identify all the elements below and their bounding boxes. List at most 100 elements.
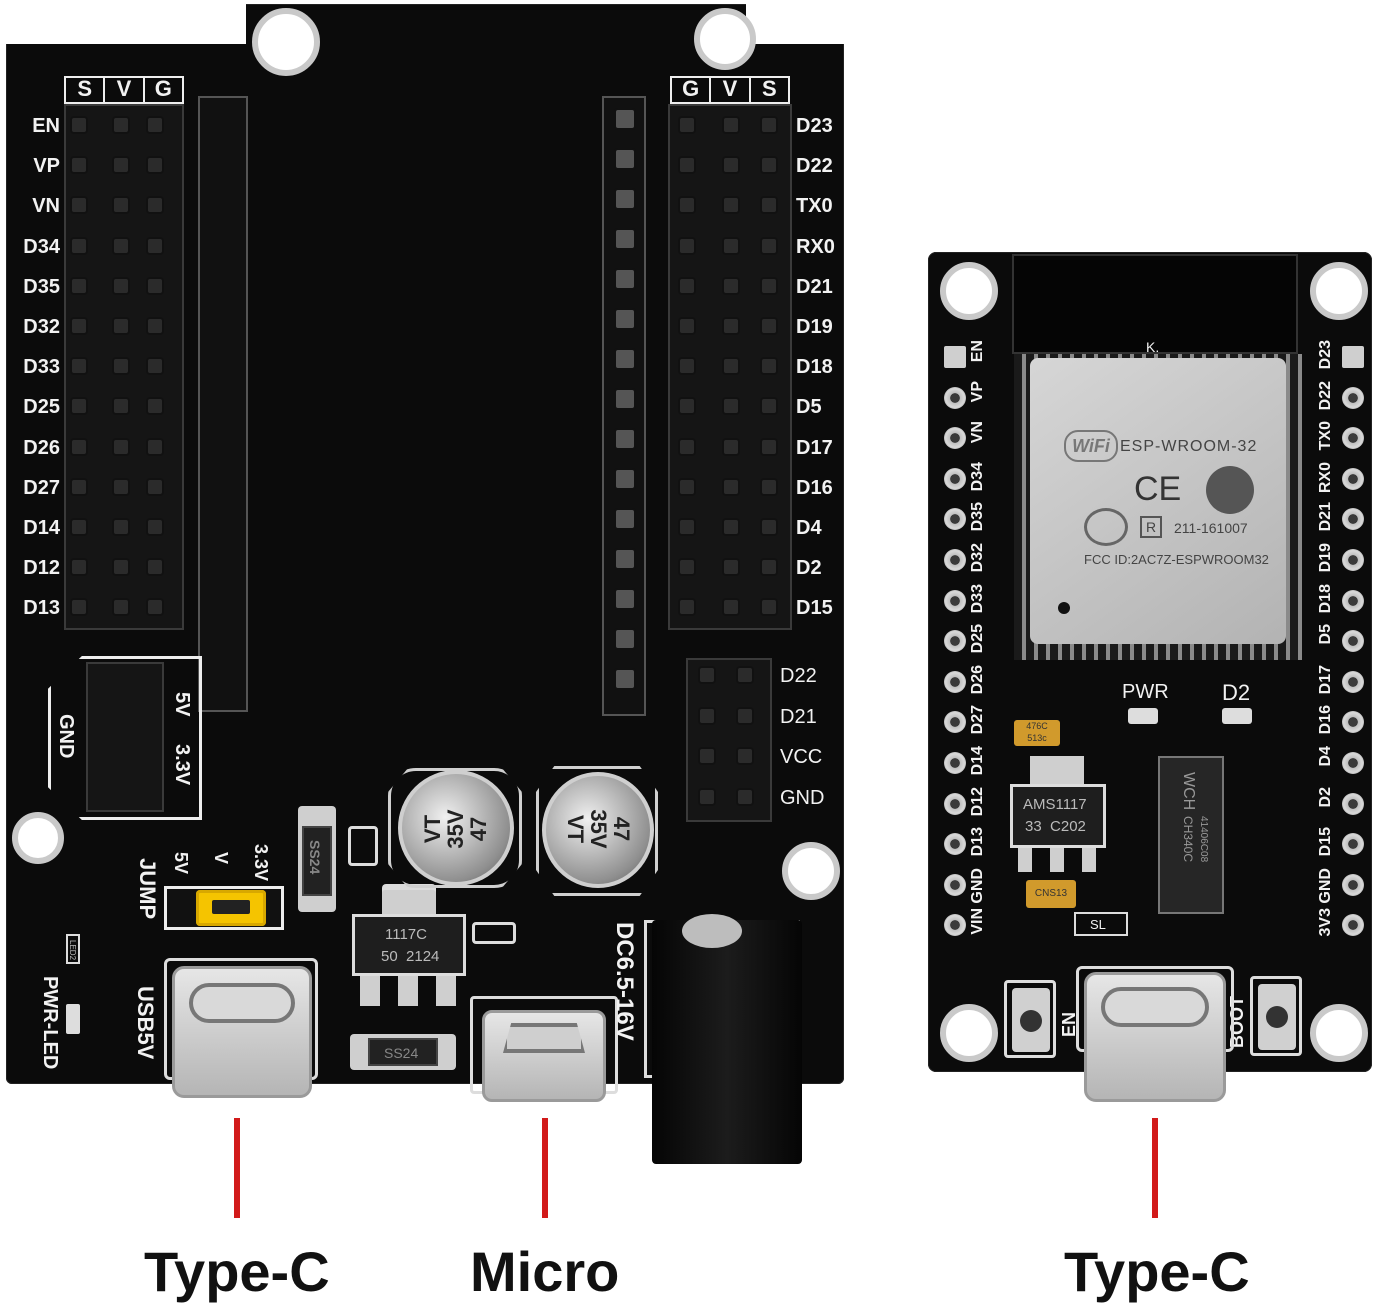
header-pin (72, 118, 86, 132)
header-pin (148, 560, 162, 575)
left-pin-label: D32 (23, 316, 60, 338)
ch340c-chip: WCH CH340C 41406C08 (1158, 756, 1224, 914)
esp32-right-pin (1342, 549, 1364, 571)
ams1117-leg-2 (1050, 848, 1064, 872)
header-pin (724, 600, 738, 615)
female-pin (616, 470, 634, 488)
power-33v-label: 3.3V (171, 744, 193, 786)
mount-hole-right (782, 842, 840, 900)
header-pin (680, 479, 694, 494)
esp32-right-pin (1342, 873, 1364, 896)
esp32-left-pin (944, 711, 966, 734)
esp32-antenna (1012, 254, 1298, 354)
header-pin (762, 520, 776, 534)
header-pin (72, 278, 86, 293)
header-pin (148, 278, 162, 293)
header-pin (114, 198, 128, 213)
header-pin (114, 238, 128, 253)
esp32-right-pin (1342, 792, 1364, 815)
header-pin (724, 479, 738, 494)
esp32-left-pin-label: D25 (969, 624, 986, 654)
right-pin-label: D21 (796, 275, 833, 298)
mount-hole-top-right (694, 8, 756, 70)
usb-c-port-esp32[interactable] (1084, 972, 1226, 1102)
header-pin (148, 600, 162, 615)
esp32-left-pin (944, 427, 966, 450)
esp32-right-pin (1342, 508, 1364, 531)
esp32-left-pin-label: D35 (969, 502, 986, 532)
ams1117-line1: AMS1117 (1023, 796, 1087, 813)
esp32-right-pin-label: RX0 (1317, 461, 1334, 493)
header-pin (762, 359, 776, 374)
header-pin (724, 520, 738, 534)
diode-ss24-top-body (302, 826, 332, 896)
header-pin (148, 399, 162, 414)
female-pin (616, 310, 634, 328)
cap2-text-47: 47 (609, 816, 634, 842)
header-gvs-right: G V S (670, 76, 790, 104)
boot-button[interactable] (1258, 984, 1296, 1050)
right-pin-label: D17 (796, 436, 833, 459)
header-pin (72, 198, 86, 213)
header-pin (114, 278, 128, 293)
esp32-left-pin (944, 467, 966, 490)
esp32-left-pin (944, 752, 966, 774)
left-female-header (198, 96, 248, 712)
left-pin-label: D33 (23, 356, 60, 379)
mount-hole-top-left (252, 8, 320, 76)
pwr-led-esp (1128, 708, 1158, 724)
micro-usb-port[interactable] (482, 1010, 606, 1102)
esp32-left-pin (944, 386, 966, 409)
header-pin (724, 399, 738, 414)
cap2-text-35v: 35V (585, 809, 611, 849)
jump-5v-label: 5V (171, 852, 191, 875)
boot-button-frame (1250, 976, 1302, 1056)
header-pin (724, 439, 738, 454)
esp32-right-pin-label: D22 (1317, 380, 1334, 410)
esp32-right-pin (1342, 752, 1364, 774)
header-pin (680, 399, 694, 414)
header-pin (72, 600, 86, 615)
en-button[interactable] (1012, 988, 1050, 1052)
female-pin (616, 190, 634, 208)
esp32-left-pin (944, 670, 966, 693)
esp32-right-pin (1342, 833, 1364, 856)
header-pin (762, 399, 776, 414)
right-pin-label: D2 (796, 557, 822, 580)
header-pin (72, 158, 86, 173)
fcc-id: FCC ID:2AC7Z-ESPWROOM32 (1084, 552, 1269, 567)
left-pin-label: D26 (23, 436, 60, 459)
regulator-leg-3 (436, 976, 456, 1006)
header-pin (680, 278, 694, 293)
esp32-left-pin-label: VP (969, 380, 986, 402)
esp32-left-pin (944, 792, 966, 815)
header-pin (680, 439, 694, 454)
module-name: ESP-WROOM-32 (1120, 438, 1258, 455)
header-s-label-right: S (761, 76, 777, 101)
tantalum-cap-1: 476C 513c (1014, 720, 1060, 746)
usb-c-port-expansion[interactable] (172, 966, 312, 1098)
female-pin (616, 430, 634, 448)
regulator-line2: 50 2124 (381, 948, 440, 965)
left-pin-label: D14 (23, 517, 60, 539)
left-pin-label: D13 (23, 597, 60, 620)
diode-ss24-top-label: SS24 (307, 840, 323, 875)
i2c-pin-label: GND (780, 786, 825, 809)
female-pin (616, 590, 634, 608)
esp32-left-pin (944, 914, 966, 937)
i2c-pin-label: D22 (780, 665, 817, 687)
right-pin-label: D19 (796, 316, 833, 338)
esp32-left-pin-label: D32 (969, 543, 986, 573)
indicator-line-right (1152, 1118, 1158, 1218)
esp32-right-pin-label: TX0 (1317, 421, 1334, 451)
cap2-text-vt: VT (562, 814, 588, 844)
dc-barrel-jack[interactable] (652, 920, 802, 1164)
power-gnd-label: GND (55, 714, 77, 759)
esp32-left-pin (944, 549, 966, 571)
cap1-base (388, 768, 522, 888)
header-g-label: G (154, 76, 172, 101)
right-pin-label: D23 (796, 115, 833, 137)
diode-ss24-bottom-body: SS24 (368, 1038, 438, 1066)
esp32-right-pin-label: D2 (1317, 786, 1334, 808)
esp32-right-pin (1342, 670, 1364, 693)
